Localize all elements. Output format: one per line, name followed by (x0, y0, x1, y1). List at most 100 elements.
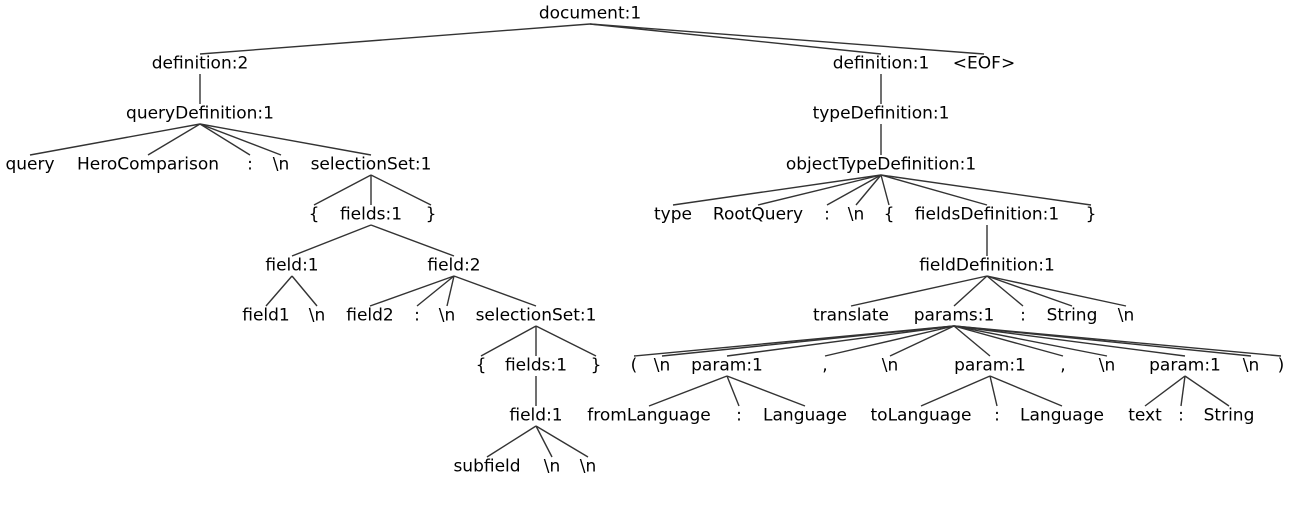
tree-node: fields:1 (504, 355, 568, 376)
tree-edge (661, 325, 955, 357)
tree-edge (199, 23, 591, 55)
tree-node: field2 (346, 305, 394, 326)
tree-edge (199, 123, 372, 156)
tree-node: : (824, 204, 830, 225)
tree-edge (147, 123, 201, 156)
tree-edge (313, 174, 372, 206)
tree-edge (199, 123, 251, 156)
tree-node: document:1 (538, 3, 642, 24)
tree-edge (265, 275, 293, 307)
tree-node: : (994, 405, 1000, 426)
tree-node: : (1020, 305, 1026, 326)
tree-node: typeDefinition:1 (812, 103, 950, 124)
tree-node: , (1060, 355, 1066, 376)
tree-node: \n (1242, 355, 1260, 376)
tree-edge (589, 23, 985, 55)
tree-edge (648, 375, 728, 407)
tree-edge (446, 275, 455, 307)
tree-node: \n (1117, 305, 1135, 326)
tree-edge (199, 123, 282, 156)
tree-edge (370, 174, 432, 206)
tree-node: param:1 (1149, 355, 1221, 376)
tree-edge (453, 275, 537, 307)
tree-node: \n (579, 456, 597, 477)
tree-node: \n (1098, 355, 1116, 376)
tree-node: \n (847, 204, 865, 225)
tree-edge (824, 325, 955, 357)
tree-node: { (475, 355, 487, 376)
tree-node: String (1203, 405, 1255, 426)
tree-edge (855, 174, 882, 206)
tree-node: } (590, 355, 602, 376)
tree-node: queryDefinition:1 (126, 103, 274, 124)
tree-node: <EOF> (952, 53, 1016, 74)
tree-node: ) (1277, 355, 1285, 376)
tree-node: Language (1020, 405, 1104, 426)
tree-node: field:1 (509, 405, 563, 426)
tree-node: } (425, 204, 437, 225)
tree-edge (416, 275, 455, 307)
tree-edge (291, 224, 372, 257)
tree-edge (889, 325, 955, 357)
tree-node: \n (272, 154, 290, 175)
tree-node: Language (763, 405, 847, 426)
tree-node: selectionSet:1 (475, 305, 597, 326)
tree-edge (953, 325, 1108, 357)
tree-edge (535, 425, 553, 458)
tree-edge (953, 275, 988, 307)
tree-edge (1144, 375, 1186, 407)
tree-node: : (247, 154, 253, 175)
tree-node: param:1 (691, 355, 763, 376)
tree-edge (29, 123, 201, 156)
tree-edge (726, 375, 806, 407)
tree-node: \n (653, 355, 671, 376)
tree-edge (826, 174, 882, 206)
tree-node: { (308, 204, 320, 225)
tree-node: query (5, 154, 55, 175)
tree-edge (953, 325, 1064, 357)
tree-node: \n (308, 305, 326, 326)
tree-node: fromLanguage (587, 405, 711, 426)
tree-edge (986, 275, 1024, 307)
tree-edge (986, 275, 1127, 307)
tree-node: String (1046, 305, 1098, 326)
tree-edge (989, 375, 998, 407)
tree-edge (589, 23, 882, 55)
tree-edge (535, 425, 589, 458)
tree-node: fieldDefinition:1 (919, 255, 1055, 276)
tree-node: param:1 (954, 355, 1026, 376)
tree-node: : (414, 305, 420, 326)
tree-edge (880, 174, 988, 206)
tree-node: { (883, 204, 895, 225)
tree-node: , (822, 355, 828, 376)
tree-edge (726, 375, 740, 407)
tree-node: definition:2 (151, 53, 249, 74)
tree-edge (369, 275, 455, 307)
tree-edge (757, 174, 882, 206)
tree-edge (880, 174, 1092, 206)
tree-edge (986, 275, 1073, 307)
tree-node: field:1 (265, 255, 319, 276)
tree-node: params:1 (913, 305, 995, 326)
tree-edge (726, 325, 955, 357)
tree-node: selectionSet:1 (310, 154, 432, 175)
tree-edge (989, 375, 1063, 407)
tree-node: } (1085, 204, 1097, 225)
tree-edge (953, 325, 1282, 357)
tree-edge (953, 325, 991, 357)
tree-node: \n (438, 305, 456, 326)
tree-node: RootQuery (712, 204, 804, 225)
tree-edge (880, 174, 890, 206)
tree-edge (486, 425, 537, 458)
tree-node: translate (813, 305, 889, 326)
tree-node: \n (881, 355, 899, 376)
tree-edge (953, 325, 1186, 357)
tree-edge (480, 325, 537, 357)
tree-node: fieldsDefinition:1 (914, 204, 1060, 225)
tree-edge (1180, 375, 1186, 407)
tree-node: fields:1 (339, 204, 403, 225)
tree-node: text (1128, 405, 1162, 426)
tree-node: field1 (242, 305, 290, 326)
